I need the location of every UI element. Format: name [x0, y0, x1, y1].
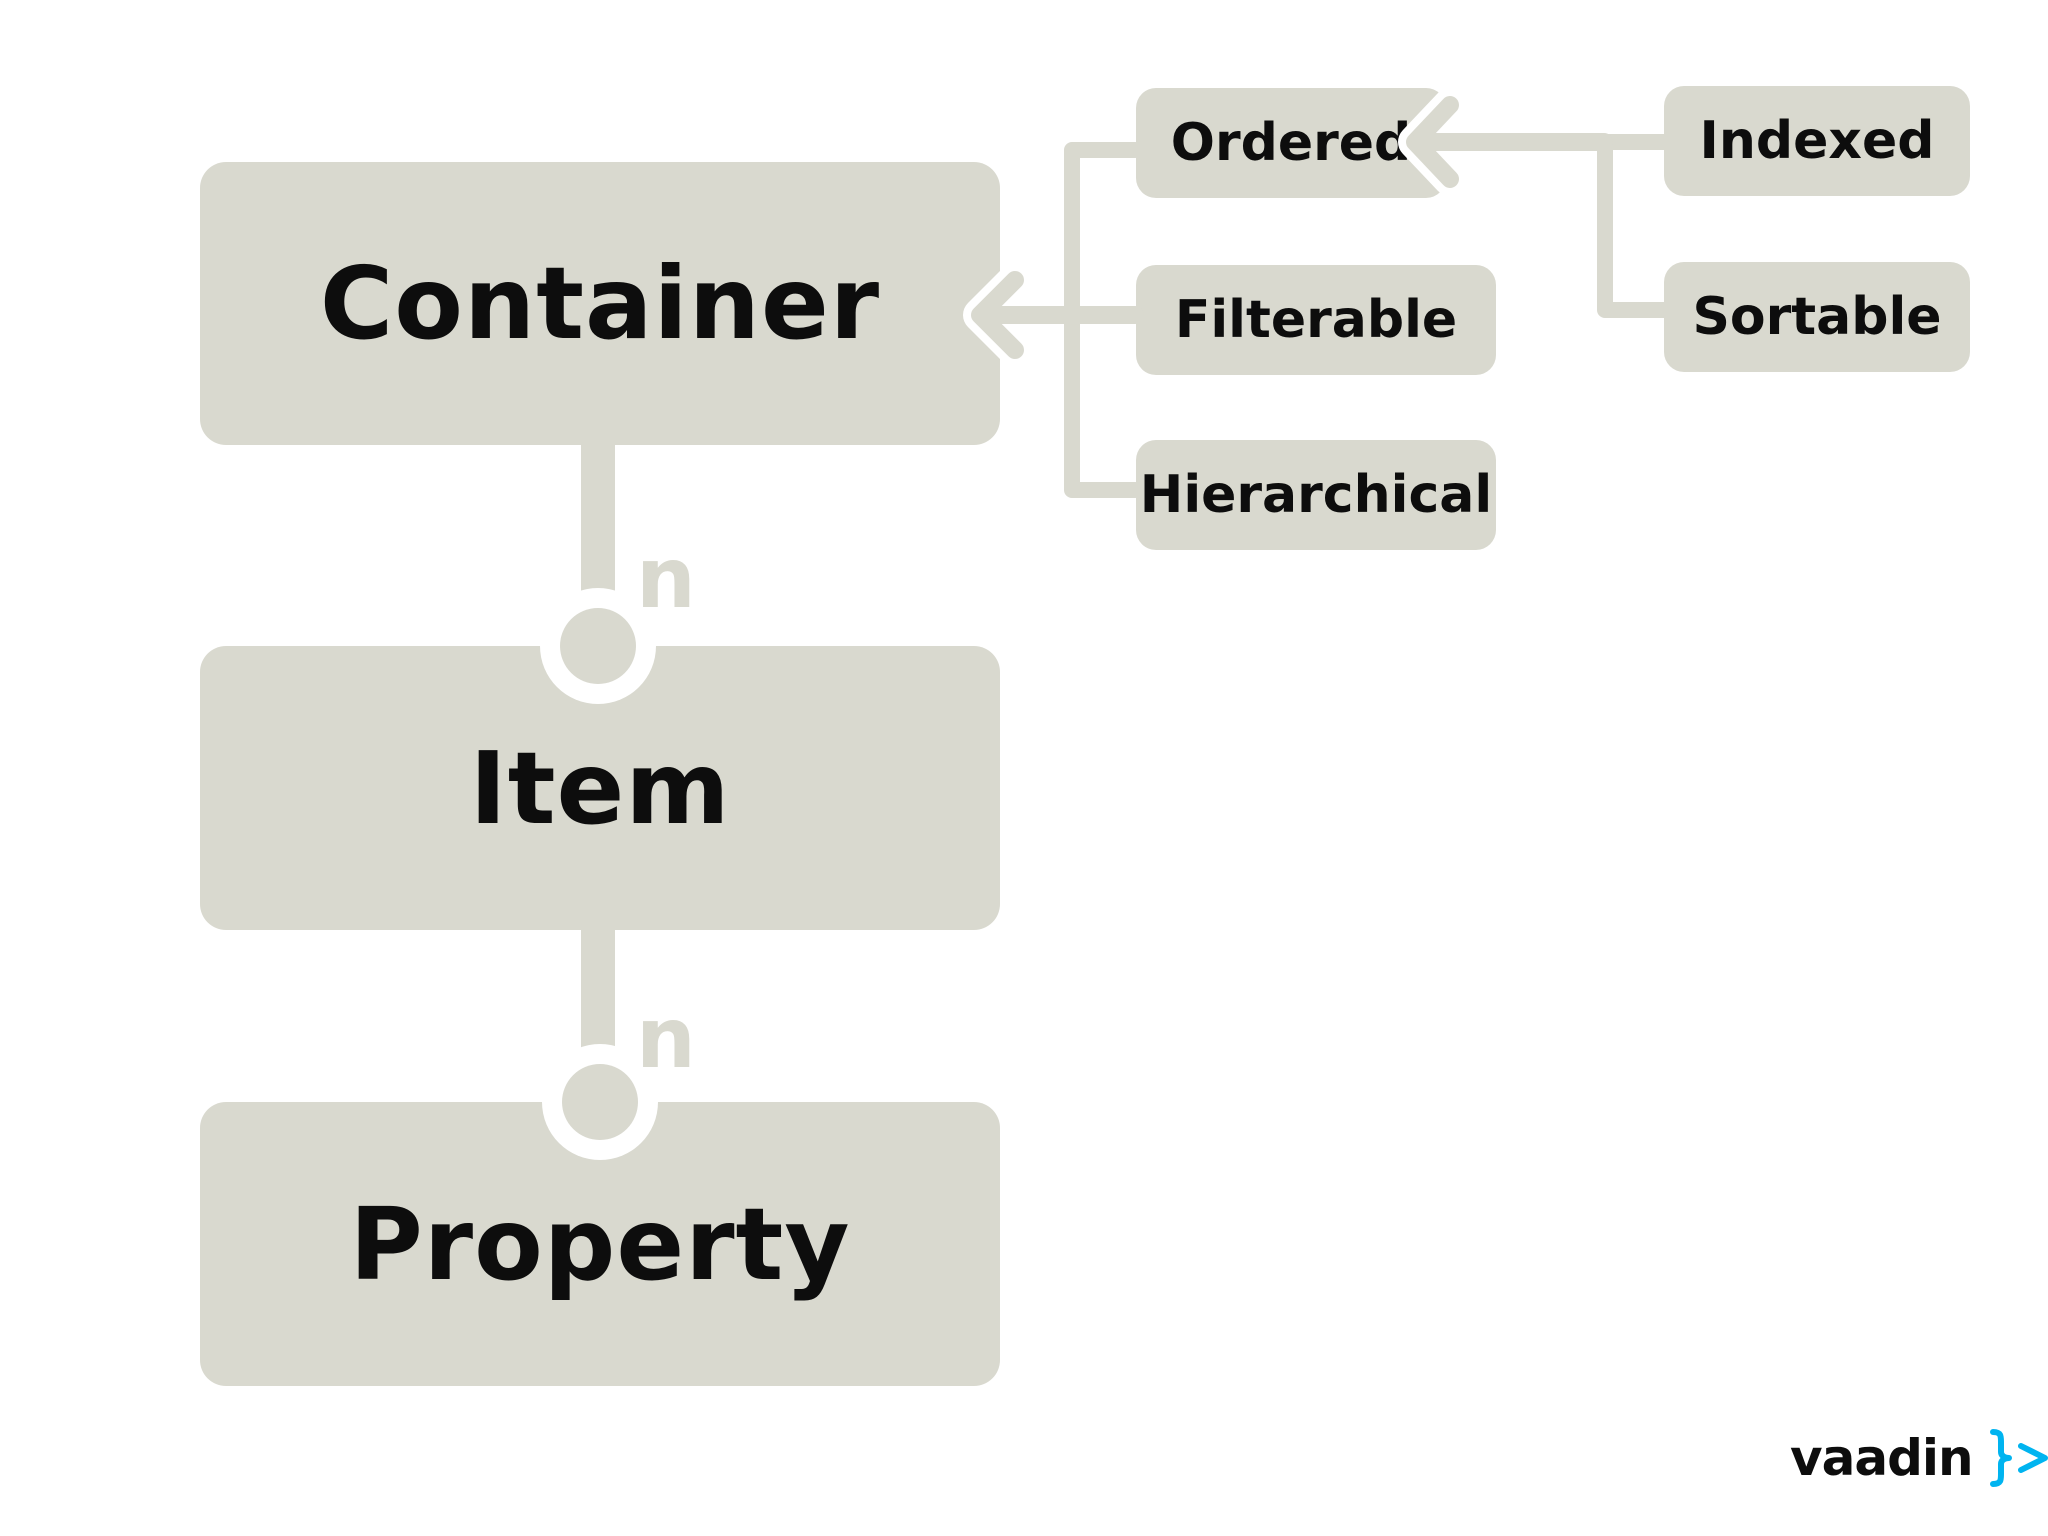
node-item: Item	[200, 646, 1000, 930]
vaadin-logo: vaadin	[1790, 1428, 2048, 1488]
multiplicity-item-property: n	[636, 989, 696, 1087]
node-filterable: Filterable	[1136, 265, 1496, 375]
node-ordered: Ordered	[1136, 88, 1446, 198]
node-container: Container	[200, 162, 1000, 445]
vaadin-logo-mark-icon	[1989, 1429, 2048, 1487]
node-property-label: Property	[349, 1185, 851, 1303]
node-indexed: Indexed	[1664, 86, 1970, 196]
node-sortable: Sortable	[1664, 262, 1970, 372]
node-filterable-label: Filterable	[1174, 290, 1458, 350]
node-sortable-label: Sortable	[1692, 287, 1942, 347]
aggregation-dot-item-overlay	[560, 608, 636, 684]
node-hierarchical-label: Hierarchical	[1139, 465, 1493, 525]
node-ordered-label: Ordered	[1170, 113, 1412, 173]
multiplicity-container-item: n	[636, 529, 696, 627]
aggregation-dot-property-overlay	[562, 1064, 638, 1140]
vaadin-logo-wordmark: vaadin	[1790, 1429, 1974, 1487]
connector-indexed-sortable-bus	[1597, 134, 1672, 318]
node-hierarchical: Hierarchical	[1136, 440, 1496, 550]
node-indexed-label: Indexed	[1699, 111, 1935, 171]
node-container-label: Container	[319, 245, 881, 362]
node-item-label: Item	[469, 729, 731, 847]
